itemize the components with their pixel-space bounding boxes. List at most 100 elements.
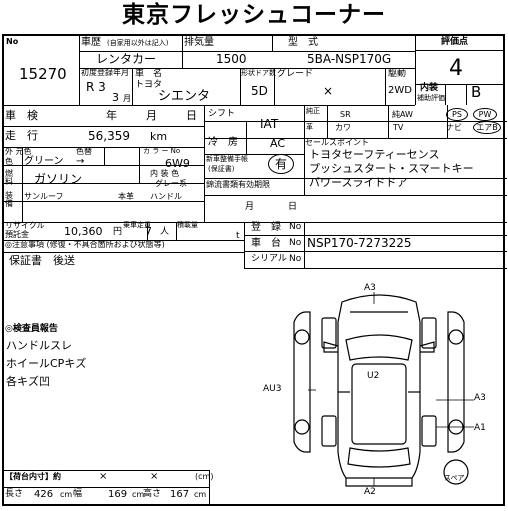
mileage-label: 走 行	[5, 129, 38, 142]
inspector-item: 各キズ凹	[6, 375, 50, 388]
interior-sub: 補助評価	[417, 94, 445, 102]
inspection-month: 月	[146, 109, 157, 122]
grade-label: グレード	[277, 69, 314, 79]
manual-sub: (保証書)	[208, 165, 235, 173]
interior-color-label: 内 装 色	[150, 169, 180, 178]
option-cw: カワ	[335, 123, 351, 132]
mileage-value: 56,359	[88, 129, 130, 143]
note-item: 保証書 後送	[9, 254, 75, 267]
option-tv: TV	[393, 123, 404, 132]
expiry-day: 日	[288, 202, 298, 212]
load-unit: t	[236, 231, 240, 241]
recycle-unit: 円	[113, 227, 123, 237]
length-label: 長さ	[5, 489, 24, 499]
serial-no: No	[289, 254, 302, 264]
inspector-item: ハンドルスレ	[6, 339, 72, 352]
option-leather: 革	[306, 123, 313, 131]
length-unit: cm	[60, 490, 73, 499]
sales-point-item: プッシュスタート・スマートキー	[309, 162, 474, 175]
registration-no: No	[289, 222, 302, 232]
inspector-item: ホイールCPキズ	[6, 357, 87, 370]
expiry-label: 錦流書類有効期限	[206, 180, 270, 189]
doors-label: 形状ドア数	[241, 69, 276, 77]
option-aw: 純AW	[392, 110, 413, 119]
sales-point-item: トヨタセーフティーセンス	[309, 148, 440, 161]
chassis-label: 車 台	[251, 238, 281, 249]
inspection-label: 車 検	[5, 109, 38, 122]
diagram-spare: スペア	[444, 474, 465, 482]
shift-value: IAT	[260, 117, 279, 131]
grade-value: ×	[323, 84, 334, 98]
first-reg-era: R 3	[86, 80, 106, 94]
fuel-value: ガソリン	[34, 172, 83, 186]
option-pw: PW	[473, 108, 497, 121]
maker: トヨタ	[135, 80, 163, 90]
sales-point-item: パワースライドドア	[309, 176, 408, 189]
score-label: 評価点	[441, 37, 469, 47]
diagram-a3-right: A3	[474, 393, 486, 403]
first-reg-month: 3	[112, 91, 119, 104]
width-unit: cm	[132, 490, 145, 499]
car-name-value: シエンタ	[158, 89, 211, 104]
length-value: 426	[34, 489, 54, 500]
cargo-x1: ×	[99, 471, 108, 482]
auction-sheet	[2, 34, 507, 506]
cargo-x2: ×	[150, 471, 159, 482]
lot-no-label: No	[6, 37, 19, 46]
equipment-sunroof: サンルーフ	[24, 192, 64, 201]
diagram-u2: U2	[367, 371, 380, 381]
sheet-title: 東京フレッシュコーナー	[122, 2, 386, 28]
displacement-label: 排気量	[184, 37, 214, 48]
inspection-day: 日	[186, 109, 197, 122]
chassis-value: NSP170-7273225	[307, 236, 412, 250]
diagram-a3-top: A3	[364, 283, 376, 293]
mileage-unit: km	[150, 130, 168, 143]
color-value: グリーン	[24, 156, 64, 167]
expiry-month: 月	[245, 202, 255, 212]
width-label: 幅	[73, 489, 83, 499]
ac-label: 冷 房	[208, 137, 238, 148]
height-label: 高さ	[143, 489, 162, 499]
options-label: 純正	[306, 107, 320, 115]
option-sr: SR	[340, 110, 351, 119]
notes-label: ◎注意事項 (修復・不具合箇所および状態等)	[5, 240, 165, 249]
recycle-label-top: リサイクル	[5, 221, 45, 230]
doors-value: 5D	[251, 84, 268, 98]
color-change-value: →	[76, 156, 85, 167]
vehicle-type-note: (自家用以外は記入)	[107, 39, 169, 47]
color-code-label: カ ラ ー No	[143, 147, 181, 155]
color-label-top: 外 元色	[5, 147, 32, 156]
cargo-label: 【荷台内寸】約	[5, 472, 61, 481]
equipment-handle: ハンドル	[150, 192, 182, 201]
car-diagram	[293, 292, 474, 487]
equipment-leather: 本革	[118, 192, 134, 201]
car-name-label: 車 名	[135, 69, 163, 79]
month-unit: 月	[123, 94, 131, 103]
width-value: 169	[108, 489, 128, 500]
interior-color-value: グレー系	[155, 179, 187, 188]
vehicle-type-label: 車歴	[81, 37, 101, 48]
interior-label: 内装	[420, 83, 439, 93]
registration-label: 登 録	[251, 222, 281, 233]
sales-points-label: セールスポイント	[305, 138, 369, 147]
manual-label: 新車整備手帳	[206, 155, 248, 163]
first-reg-label: 初度登録年月	[81, 68, 129, 77]
cargo-unit: (cm)	[195, 472, 214, 481]
inspection-year: 年	[106, 109, 117, 122]
displacement-value: 1500	[216, 52, 247, 66]
option-airbag: エアB	[473, 121, 501, 134]
interior-value: B	[471, 83, 482, 101]
color-label-bottom: 色	[5, 157, 13, 166]
color-code-value: 6W9	[165, 157, 190, 170]
lot-no-value: 15270	[19, 65, 67, 83]
capacity-value: 7	[145, 225, 152, 238]
recycle-value: 10,360	[64, 225, 103, 238]
manual-value: 有	[268, 154, 294, 174]
diagram-a2: A2	[364, 487, 376, 497]
serial-label: シリアル	[251, 254, 287, 264]
model-label: 型 式	[288, 37, 318, 48]
fuel-label: 燃料	[5, 169, 13, 186]
vehicle-type-value: レンタカー	[96, 52, 157, 66]
equipment-label: 装備	[5, 191, 13, 208]
color-change-label: 色替	[76, 147, 92, 156]
